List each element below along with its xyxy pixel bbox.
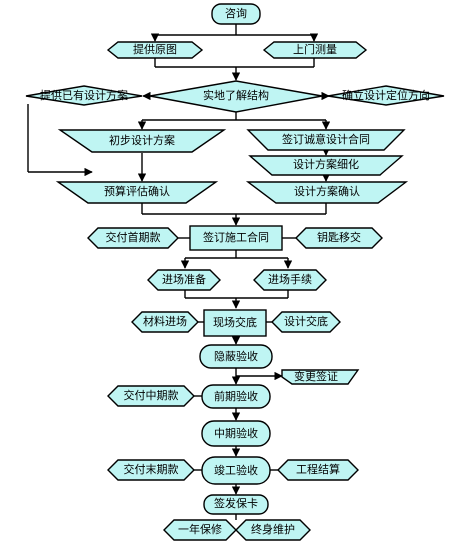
node-label: 进场准备 [162, 272, 206, 286]
node-label: 进场手续 [268, 272, 312, 286]
node-site-formalities: 进场手续 [253, 269, 327, 291]
node-sign-contract: 签订施工合同 [189, 225, 283, 251]
node-label: 工程结算 [296, 462, 340, 476]
node-site-prep: 进场准备 [147, 269, 221, 291]
node-settlement: 工程结算 [277, 459, 359, 481]
node-preliminary-design: 初步设计方案 [57, 129, 227, 153]
node-provide-drawings: 提供原图 [106, 41, 204, 59]
node-label: 确立设计定位方向 [342, 88, 430, 102]
node-warranty-card: 签发保卡 [203, 494, 269, 515]
node-design-direction: 确立设计定位方向 [327, 85, 445, 106]
node-label: 变更签证 [294, 369, 338, 383]
node-final-payment: 交付末期款 [107, 459, 195, 481]
node-completion-acceptance: 竣工验收 [201, 456, 271, 485]
node-label: 现场交底 [213, 315, 257, 329]
node-label: 签订施工合同 [203, 230, 269, 244]
node-label: 一年保修 [178, 522, 222, 536]
node-label: 提供原图 [133, 42, 177, 56]
node-design-refine: 设计方案细化 [248, 155, 404, 176]
node-label: 材料进场 [143, 314, 187, 328]
node-design-confirm: 设计方案确认 [245, 181, 409, 204]
node-consult: 咨询 [211, 3, 261, 25]
node-mid-acceptance: 中期验收 [201, 420, 271, 447]
node-label: 设计方案细化 [293, 157, 359, 171]
node-change-order: 变更签证 [281, 369, 360, 385]
node-label: 前期验收 [214, 389, 258, 403]
node-label: 签发保卡 [214, 496, 258, 510]
connectors [27, 24, 331, 520]
node-label: 上门测量 [293, 42, 337, 56]
node-label: 提供已有设计方案 [40, 88, 128, 102]
node-label: 交付中期款 [124, 388, 179, 402]
node-label: 咨询 [225, 6, 247, 20]
node-label: 竣工验收 [214, 463, 258, 477]
node-label: 隐蔽验收 [214, 349, 258, 363]
node-early-acceptance: 前期验收 [201, 384, 271, 409]
node-site-measure: 上门测量 [262, 41, 368, 59]
node-label: 钥匙移交 [317, 230, 361, 244]
node-intent-contract: 签订诚意设计合同 [246, 129, 406, 151]
node-materials-in: 材料进场 [131, 311, 199, 333]
node-label: 设计方案确认 [294, 184, 360, 198]
node-first-payment: 交付首期款 [87, 227, 179, 249]
node-mid-payment: 交付中期款 [107, 385, 195, 407]
node-label: 预算评估确认 [104, 184, 170, 198]
node-label: 初步设计方案 [109, 133, 175, 147]
node-existing-design: 提供已有设计方案 [25, 85, 143, 106]
node-key-handover: 钥匙移交 [295, 227, 383, 249]
node-hidden-acceptance: 隐蔽验收 [199, 344, 273, 369]
node-one-year-warranty: 一年保修 [163, 519, 237, 541]
node-label: 签订诚意设计合同 [282, 132, 370, 146]
node-label: 交付末期款 [124, 462, 179, 476]
node-label: 中期验收 [214, 426, 258, 440]
node-label: 设计交底 [284, 314, 328, 328]
node-site-handover: 现场交底 [203, 309, 267, 337]
node-budget-confirm: 预算评估确认 [55, 181, 219, 204]
node-inspect-structure: 实地了解结构 [149, 80, 323, 113]
node-label: 实地了解结构 [203, 88, 269, 102]
node-lifetime-maintenance: 终身维护 [235, 519, 311, 541]
node-label: 终身维护 [251, 522, 295, 536]
node-design-handover: 设计交底 [271, 311, 341, 333]
node-label: 交付首期款 [106, 230, 161, 244]
